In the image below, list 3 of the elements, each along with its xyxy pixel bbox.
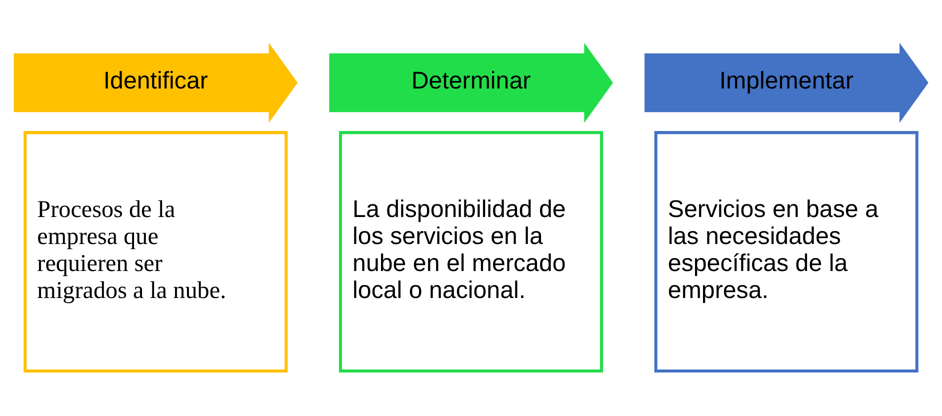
node-box: Procesos de la empresa que requieren ser migrados a la nube. [24, 131, 288, 372]
node-box: La disponibilidad de los servicios en la nube en el mercado local o nacional. [338, 131, 604, 372]
node-box: Servicios en base a las necesidades específicas de la empresa. [654, 131, 918, 372]
